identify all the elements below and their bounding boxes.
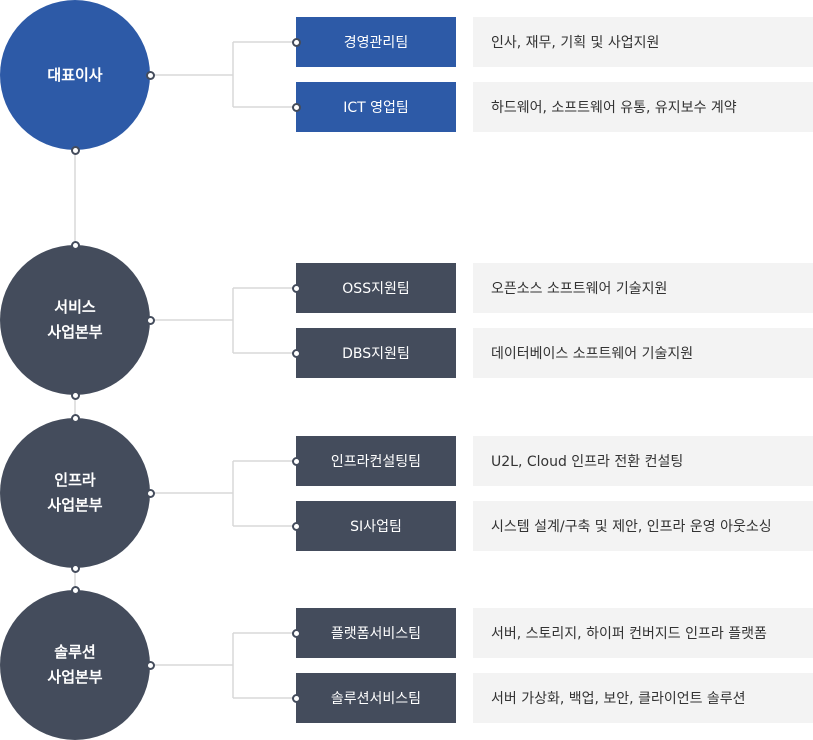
- connector-dot: [145, 488, 155, 498]
- division-node-service: 서비스 사업본부: [0, 245, 150, 395]
- connector-dot: [145, 70, 155, 80]
- connector-dot: [145, 315, 155, 325]
- team-box-ict-sales: ICT 영업팀: [296, 82, 456, 132]
- team-description-dbs-support: 데이터베이스 소프트웨어 기술지원: [473, 328, 813, 378]
- connector-dot: [291, 348, 301, 358]
- division-node-solution: 솔루션 사업본부: [0, 590, 150, 740]
- connector-dot: [70, 390, 80, 400]
- connector-dot: [291, 693, 301, 703]
- team-box-si-business: SI사업팀: [296, 501, 456, 551]
- team-description-ict-sales: 하드웨어, 소프트웨어 유통, 유지보수 계약: [473, 82, 813, 132]
- team-box-platform-service: 플랫폼서비스팀: [296, 608, 456, 658]
- team-box-oss-support: OSS지원팀: [296, 263, 456, 313]
- connector-dot: [291, 37, 301, 47]
- team-description-solution-service: 서버 가상화, 백업, 보안, 클라이언트 솔루션: [473, 673, 813, 723]
- division-node-ceo: 대표이사: [0, 0, 150, 150]
- connector-dot: [145, 660, 155, 670]
- division-node-infra: 인프라 사업본부: [0, 418, 150, 568]
- connector-dot: [70, 240, 80, 250]
- connector-dot: [70, 563, 80, 573]
- connector-dot: [291, 283, 301, 293]
- team-description-management: 인사, 재무, 기획 및 사업지원: [473, 17, 813, 67]
- team-description-si-business: 시스템 설계/구축 및 제안, 인프라 운영 아웃소싱: [473, 501, 813, 551]
- team-description-infra-consulting: U2L, Cloud 인프라 전환 컨설팅: [473, 436, 813, 486]
- connector-dot: [70, 413, 80, 423]
- connector-dot: [70, 585, 80, 595]
- team-box-infra-consulting: 인프라컨설팅팀: [296, 436, 456, 486]
- team-box-management: 경영관리팀: [296, 17, 456, 67]
- team-description-platform-service: 서버, 스토리지, 하이퍼 컨버지드 인프라 플랫폼: [473, 608, 813, 658]
- connector-dot: [291, 521, 301, 531]
- connector-dot: [291, 456, 301, 466]
- connector-dot: [291, 628, 301, 638]
- connector-dot: [70, 145, 80, 155]
- team-box-dbs-support: DBS지원팀: [296, 328, 456, 378]
- connector-dot: [291, 102, 301, 112]
- team-box-solution-service: 솔루션서비스팀: [296, 673, 456, 723]
- team-description-oss-support: 오픈소스 소프트웨어 기술지원: [473, 263, 813, 313]
